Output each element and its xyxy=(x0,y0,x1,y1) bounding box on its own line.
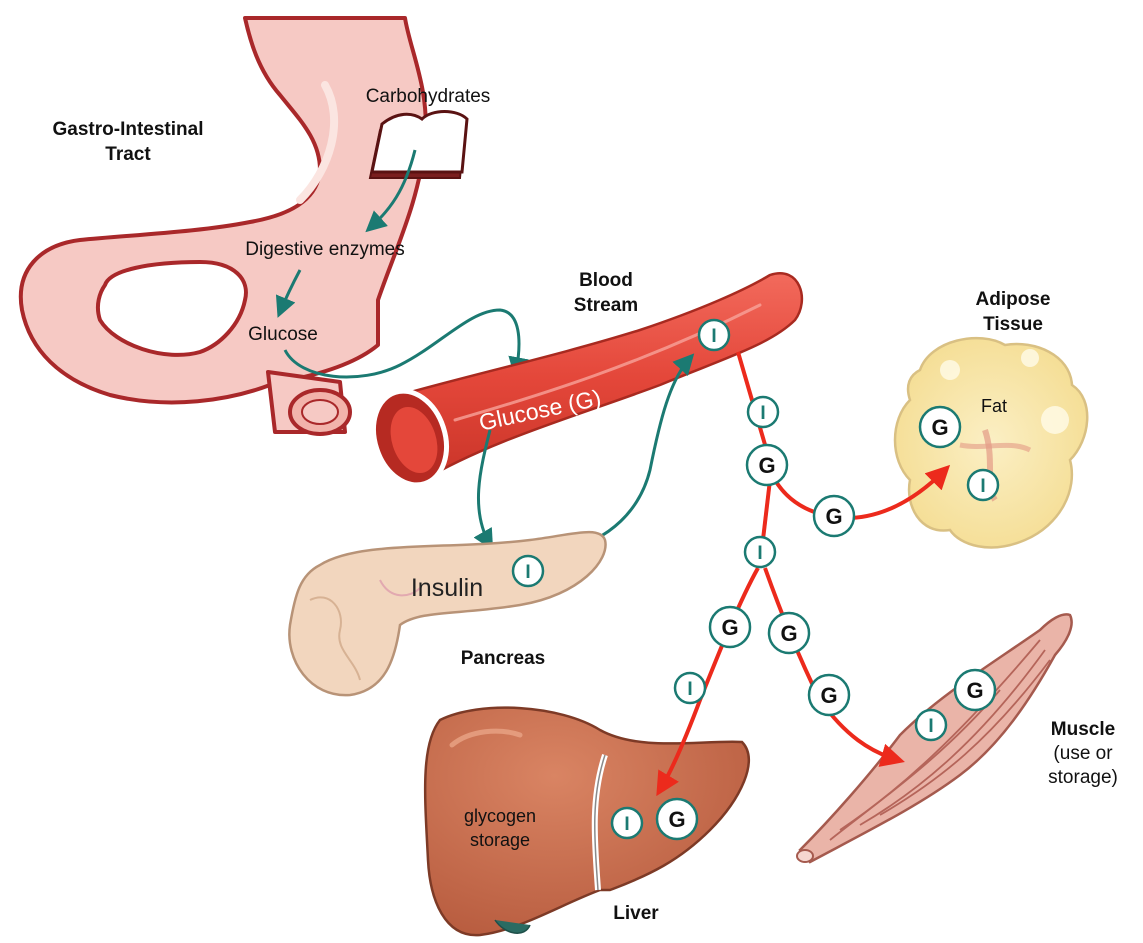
svg-text:I: I xyxy=(757,543,762,564)
svg-text:G: G xyxy=(721,615,738,640)
token-i-2: I xyxy=(745,537,775,567)
token-i-muscle: I xyxy=(916,710,946,740)
digestive-enzymes-label: Digestive enzymes xyxy=(245,239,404,260)
token-g-muscle: G xyxy=(955,670,995,710)
token-i-blood: I xyxy=(699,320,729,350)
muscle-label-line1: Muscle xyxy=(1051,719,1115,740)
carbohydrates-label: Carbohydrates xyxy=(366,86,491,107)
gi-tract-label-line2: Tract xyxy=(105,144,151,165)
liver-label: Liver xyxy=(613,903,659,924)
arrow-to-muscle xyxy=(765,568,898,760)
muscle-label-line3: storage) xyxy=(1048,767,1118,788)
glycogen-label-line1: glycogen xyxy=(464,806,536,826)
gi-tract-label-line1: Gastro-Intestinal xyxy=(53,119,204,140)
token-i-liver: I xyxy=(612,808,642,838)
svg-text:I: I xyxy=(711,326,716,347)
pancreas xyxy=(289,532,605,695)
token-i-pancreas: I xyxy=(513,556,543,586)
token-g-liver: G xyxy=(657,799,697,839)
svg-text:I: I xyxy=(928,716,933,737)
svg-text:I: I xyxy=(980,476,985,497)
glucose-label: Glucose xyxy=(248,324,318,345)
blood-stream-label-line1: Blood xyxy=(579,270,633,291)
muscle-label-line2: (use or xyxy=(1053,743,1113,764)
svg-text:I: I xyxy=(624,814,629,835)
svg-text:G: G xyxy=(966,678,983,703)
svg-text:G: G xyxy=(758,453,775,478)
adipose-label-line2: Tissue xyxy=(983,314,1043,335)
token-i-1: I xyxy=(748,397,778,427)
svg-text:G: G xyxy=(820,683,837,708)
token-g-muscle-path-1: G xyxy=(769,613,809,653)
bread-icon xyxy=(370,112,467,179)
token-g-muscle-path-2: G xyxy=(809,675,849,715)
adipose-label-line1: Adipose xyxy=(976,289,1051,310)
token-i-adipose: I xyxy=(968,470,998,500)
fat-label: Fat xyxy=(981,396,1007,416)
token-g-1: G xyxy=(747,445,787,485)
glycogen-label-line2: storage xyxy=(470,830,530,850)
token-g-liver-path: G xyxy=(710,607,750,647)
svg-text:G: G xyxy=(825,504,842,529)
insulin-label: Insulin xyxy=(411,574,483,602)
svg-text:G: G xyxy=(931,415,948,440)
svg-text:G: G xyxy=(668,807,685,832)
adipose-tissue xyxy=(895,338,1087,547)
svg-text:I: I xyxy=(760,403,765,424)
token-i-liver-path: I xyxy=(675,673,705,703)
token-g-adipose: G xyxy=(920,407,960,447)
stomach xyxy=(21,18,426,434)
pancreas-label: Pancreas xyxy=(461,648,546,669)
svg-text:I: I xyxy=(525,562,530,583)
svg-text:G: G xyxy=(780,621,797,646)
svg-text:I: I xyxy=(687,679,692,700)
blood-stream-label-line2: Stream xyxy=(574,295,638,316)
token-g-adipose-path: G xyxy=(814,496,854,536)
